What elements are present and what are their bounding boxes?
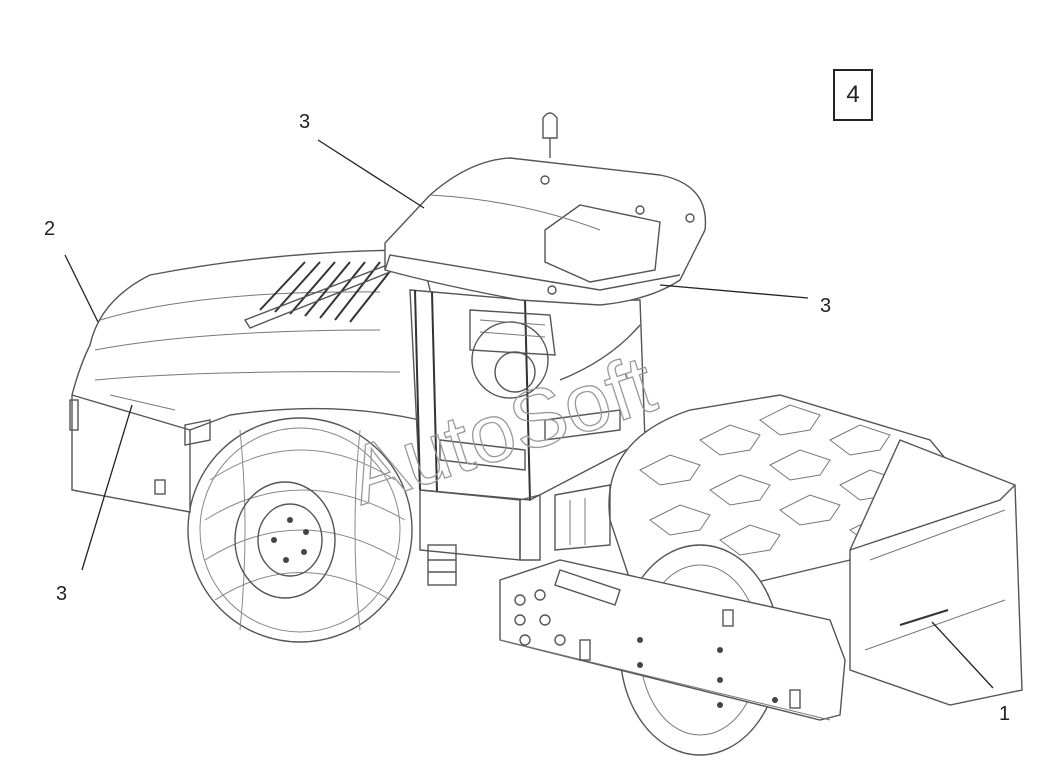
drum-frame xyxy=(499,439,1023,721)
callout-3-cab: 3 xyxy=(820,295,831,317)
callout-3-roof: 3 xyxy=(299,111,310,133)
leader-line-1 xyxy=(931,621,994,689)
leader-line-3-cab xyxy=(659,284,809,299)
callout-3-rear: 3 xyxy=(56,583,67,605)
entry-step xyxy=(427,484,611,586)
rear-wheel xyxy=(187,417,413,643)
leader-line-2 xyxy=(64,254,99,323)
operator-cab xyxy=(409,289,646,561)
cab-roof xyxy=(384,112,707,306)
callout-2: 2 xyxy=(44,218,55,240)
callout-1: 1 xyxy=(999,703,1010,725)
leader-line-3-rear xyxy=(81,404,133,571)
sheet-number-box: 4 xyxy=(833,69,873,121)
engine-hood xyxy=(69,249,441,513)
leader-line-3-roof xyxy=(317,139,425,209)
